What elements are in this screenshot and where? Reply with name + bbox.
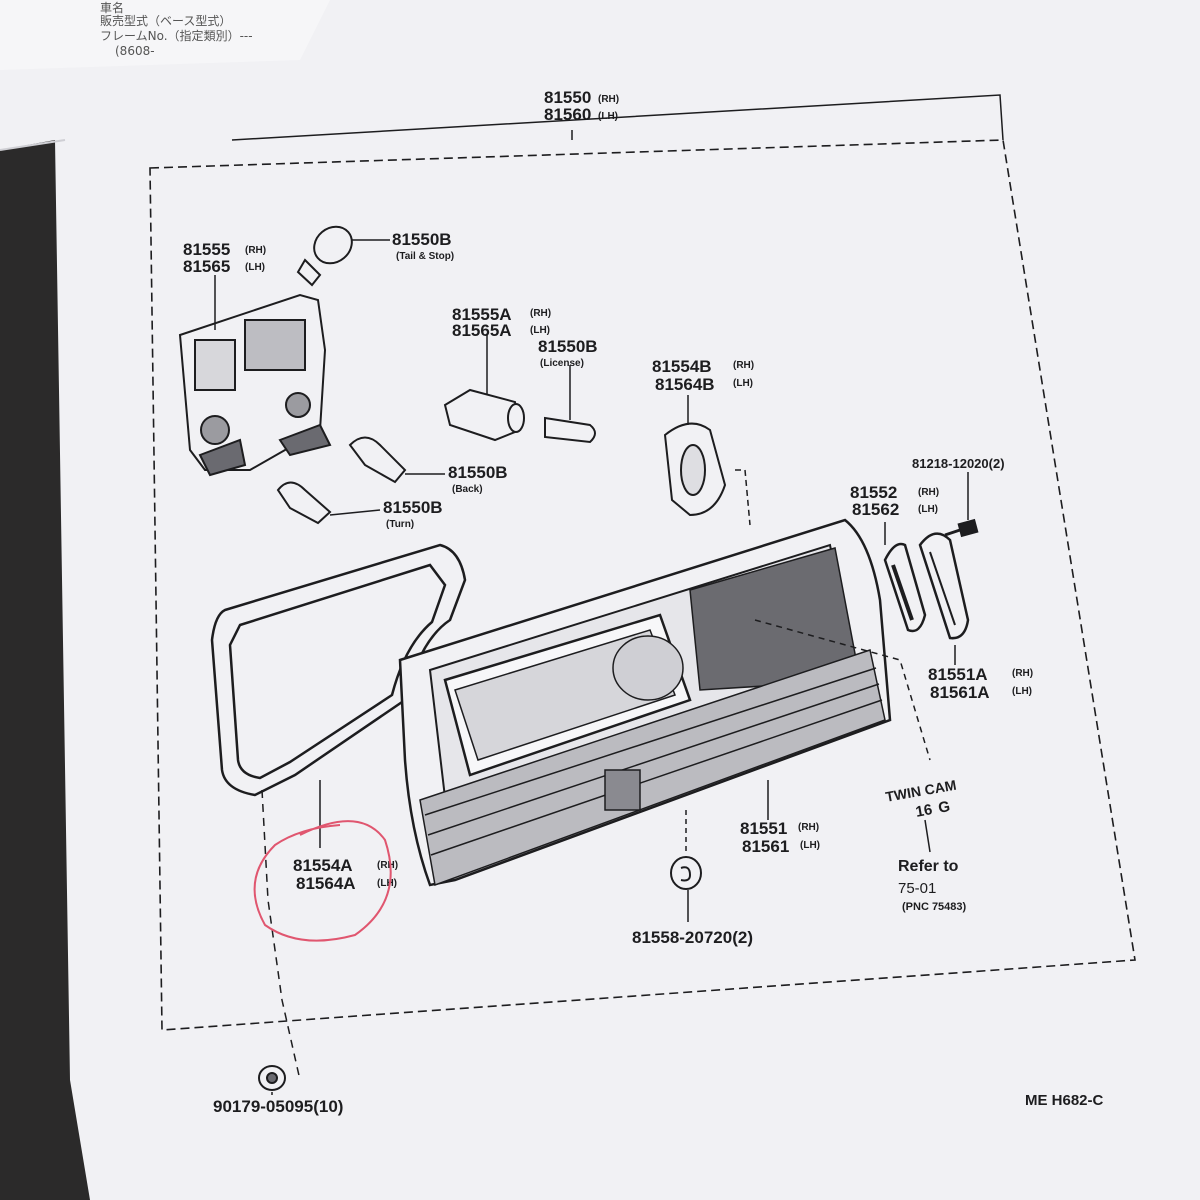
part-81552-lh-side: (LH): [918, 504, 938, 515]
part-81551-rh: 81551: [740, 819, 787, 838]
header-line-2: 販売型式（ベース型式）: [100, 13, 231, 28]
assembly-side-lh: (LH): [598, 111, 618, 122]
part-81550B-back-number: 81550B: [448, 463, 508, 482]
part-81555-lh-side: (LH): [245, 262, 265, 273]
bulb-turn-icon: [276, 481, 332, 525]
part-81551-lh-side: (LH): [800, 840, 820, 851]
part-81218-number: 81218-12020(2): [912, 456, 1005, 471]
side-marker-gasket-drawing: [883, 532, 970, 640]
badge-line-3: G: [937, 798, 951, 817]
part-81550B-tail-number: 81550B: [392, 230, 452, 249]
part-81550B-back-desc: (Back): [452, 484, 483, 495]
part-81555A-rh: 81555A: [452, 305, 512, 324]
part-81554B-rh-side: (RH): [733, 360, 754, 371]
part-81554B-lh-side: (LH): [733, 378, 753, 389]
part-81555A-lh-side: (LH): [530, 325, 550, 336]
part-81554B-lh: 81564B: [655, 375, 715, 394]
badge-line-2: 16: [914, 801, 933, 821]
part-81550B-tail-desc: (Tail & Stop): [396, 251, 454, 262]
screw-81218-icon: [944, 518, 979, 538]
part-81554A-rh: 81554A: [293, 856, 353, 875]
assembly-number-lh: 81560: [544, 105, 591, 124]
paper-upper-sheet: [0, 0, 330, 70]
refer-line-3: (PNC 75483): [902, 901, 967, 913]
part-81550B-license-number: 81550B: [538, 337, 598, 356]
socket-housing-drawing: [178, 293, 332, 477]
part-81552-rh: 81552: [850, 483, 897, 502]
part-81552-lh: 81562: [852, 500, 899, 519]
part-81558-number: 81558-20720(2): [632, 928, 753, 947]
part-81555-rh: 81555: [183, 240, 230, 259]
part-90179-number: 90179-05095(10): [213, 1097, 343, 1116]
part-81555A-lh: 81565A: [452, 321, 512, 340]
clip-81558-icon: [670, 856, 702, 890]
part-81551A-lh: 81561A: [930, 683, 990, 702]
header-block: 車名 販売型式（ベース型式） フレームNo.（指定類別）--- (8608-: [100, 0, 253, 58]
assembly-number-rh: 81550: [544, 88, 591, 107]
part-81550B-license-desc: (License): [540, 358, 584, 369]
header-line-3: フレームNo.（指定類別）---: [100, 28, 253, 43]
part-81551A-rh-side: (RH): [1012, 668, 1033, 679]
bulb-back-icon: [348, 436, 407, 484]
bulb-license-icon: [544, 416, 596, 444]
refer-line-1: Refer to: [898, 858, 959, 875]
part-81551A-rh: 81551A: [928, 665, 988, 684]
bulb-tail-stop-icon: [296, 225, 353, 287]
header-line-4: (8608-: [115, 44, 155, 58]
refer-line-2: 75-01: [898, 880, 936, 897]
part-81551-lh: 81561: [742, 837, 789, 856]
red-highlight-circle: [253, 820, 392, 942]
figure-code: ME H682-C: [1025, 1092, 1104, 1109]
part-81554A-rh-side: (RH): [377, 860, 398, 871]
part-81550B-turn-desc: (Turn): [386, 519, 414, 530]
part-81554A-lh-side: (LH): [377, 878, 397, 889]
part-81554B-rh: 81554B: [652, 357, 712, 376]
clip-90179-icon: [258, 1065, 286, 1091]
part-81551-rh-side: (RH): [798, 822, 819, 833]
gasket-81554B-drawing: [663, 422, 727, 517]
socket-81555A-drawing: [443, 388, 525, 442]
assembly-bracket: 81550 (RH) 81560 (LH): [231, 88, 1004, 141]
tail-lamp-lens-drawing: [398, 518, 892, 887]
part-81555-rh-side: (RH): [245, 245, 266, 256]
diagram-frame: [149, 139, 1136, 1031]
part-81550B-turn-number: 81550B: [383, 498, 443, 517]
part-81555-lh: 81565: [183, 257, 230, 276]
part-81554A-lh: 81564A: [296, 874, 356, 893]
part-81551A-lh-side: (LH): [1012, 686, 1032, 697]
part-81552-rh-side: (RH): [918, 487, 939, 498]
part-81555A-rh-side: (RH): [530, 308, 551, 319]
assembly-side-rh: (RH): [598, 94, 619, 105]
label-81555: 81555 (RH) 81565 (LH): [183, 240, 266, 276]
header-line-1: 車名: [100, 0, 124, 15]
